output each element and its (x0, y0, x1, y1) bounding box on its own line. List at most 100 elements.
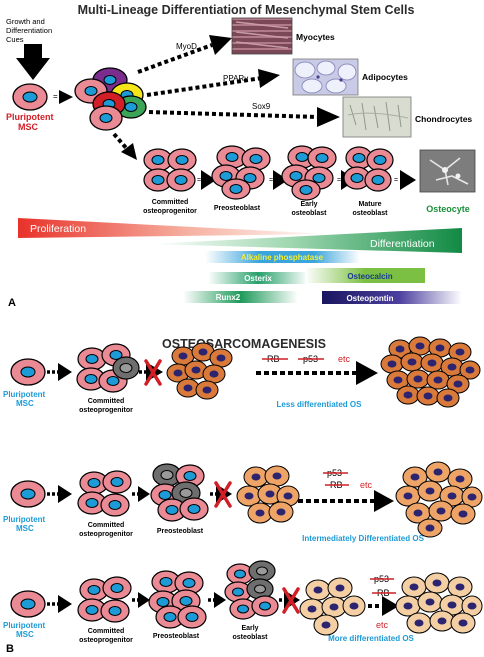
row2-arrow-4-head (374, 490, 394, 512)
msc-arrow (59, 90, 73, 104)
myo-arrow-head (209, 35, 232, 55)
row2-committed-label-2: osteoprogenitor (79, 531, 133, 538)
msc-label-2: MSC (18, 122, 39, 132)
row2-block-x (214, 481, 232, 508)
chondrocytes-image (342, 96, 412, 138)
osteopontin-bar (322, 291, 462, 304)
osteocalcin-label: Osteocalcin (347, 272, 392, 281)
myocytes-image (231, 17, 293, 55)
runx2-bar (183, 291, 298, 303)
row2-preosteoblast-label: Preosteoblast (157, 528, 204, 535)
myo-arrow-line (137, 43, 213, 74)
stage-committed-1: Committed (152, 199, 189, 206)
adipocytes-label: Adipocytes (362, 72, 408, 82)
alkaline-bar (205, 251, 360, 263)
differentiation-label: Differentiation (370, 238, 435, 250)
mature-osteoblast-cluster (343, 146, 394, 192)
panel-b-label: B (6, 643, 14, 655)
proliferation-wedge (18, 218, 330, 238)
progenitor-cluster (74, 67, 147, 131)
stage-arrow-2 (273, 170, 288, 190)
row3-early-osteoblast-cluster (224, 560, 279, 620)
row3-preosteoblast-cluster (148, 570, 207, 629)
proliferation-label: Proliferation (30, 223, 86, 235)
row2-tumor-small (236, 465, 300, 524)
row3-committed-cluster (77, 576, 132, 623)
row3-committed-label-2: osteoprogenitor (79, 637, 133, 644)
row1-tumor-small (166, 342, 233, 400)
stage-early-2: osteoblast (291, 210, 327, 217)
row3-os-label: More differentiated OS (328, 634, 414, 643)
row2-os-label: Intermediately Differentiated OS (302, 534, 424, 543)
sox9-label: Sox9 (252, 102, 271, 111)
eq-4: = (394, 177, 398, 184)
row1-committed-label-1: Committed (88, 398, 125, 405)
row3-msc-label-1: Pluripotent (3, 621, 46, 630)
row1-msc-label-2: MSC (16, 399, 34, 408)
stage-committed-2: osteoprogenitor (143, 208, 197, 215)
stage-osteocyte: Osteocyte (426, 204, 470, 214)
row2-arrow-2-head (138, 486, 150, 502)
row3-tumor-large (395, 572, 483, 634)
row3-preosteoblast-label: Preosteoblast (153, 633, 200, 640)
chondro-arrow-line (148, 110, 319, 119)
adipo-arrow-line (146, 76, 263, 97)
stage-mature-2: osteoblast (352, 210, 388, 217)
msc-label-1: Pluripotent (6, 112, 54, 122)
row1-msc-cell (10, 358, 46, 386)
row3-arrow-2-head (138, 592, 150, 608)
stage-preosteoblast: Preosteoblast (214, 205, 261, 212)
row3-block-x (282, 587, 300, 614)
row1-committed-cluster (76, 343, 140, 393)
committed-osteoprogenitor-cluster (143, 148, 197, 192)
row1-block-x (144, 359, 162, 386)
early-osteoblast-cluster (281, 145, 337, 201)
row3-etc: etc (376, 620, 389, 630)
myod-label: MyoD (176, 42, 197, 51)
osteo-arrow-head (121, 143, 137, 160)
row2-msc-label-2: MSC (16, 524, 34, 533)
preosteoblast-cluster (211, 145, 271, 200)
osteocyte-image (419, 149, 476, 193)
row2-etc: etc (360, 480, 373, 490)
row1-arrow-1-head (58, 363, 72, 381)
row3-msc-label-2: MSC (16, 630, 34, 639)
row2-msc-cell (10, 480, 46, 508)
row2-tumor-large (395, 461, 483, 538)
row1-os-label: Less differentiated OS (277, 400, 363, 409)
osterix-label: Osterix (244, 274, 272, 283)
row1-etc: etc (338, 354, 351, 364)
equals-mark: = (53, 92, 58, 101)
osteocalcin-bar (305, 268, 425, 283)
chondrocytes-label: Chondrocytes (415, 114, 472, 124)
osterix-bar (208, 272, 308, 284)
row3-arrow-3-head (214, 592, 226, 608)
panel-a-label: A (8, 297, 16, 309)
stage-arrow-1 (201, 170, 216, 190)
panel-a-title: Multi-Lineage Differentiation of Mesench… (78, 3, 415, 17)
stage-early-1: Early (300, 201, 317, 208)
stage-arrow-4 (400, 170, 416, 190)
cues-label-2: Differentiation (6, 26, 52, 35)
row3-tumor-small (299, 577, 366, 636)
adipocytes-image (292, 58, 359, 96)
differentiation-wedge (150, 228, 462, 253)
row3-arrow-5-head (382, 596, 399, 616)
cues-arrow (16, 44, 50, 80)
row3-committed-label-1: Committed (88, 628, 125, 635)
runx2-label: Runx2 (216, 293, 241, 302)
eq-1: = (197, 177, 201, 184)
eq-2: = (269, 177, 273, 184)
myocytes-label: Myocytes (296, 32, 335, 42)
row3-early-label-2: osteoblast (232, 634, 268, 641)
row1-msc-label-1: Pluripotent (3, 390, 46, 399)
eq-3: = (337, 177, 341, 184)
cues-label-1: Growth and (6, 17, 45, 26)
row3-early-label-1: Early (241, 625, 258, 632)
row2-arrow-1-head (58, 485, 72, 503)
ppar-label: PPARγ (223, 74, 248, 83)
stage-mature-1: Mature (359, 201, 382, 208)
row2-committed-label-1: Committed (88, 522, 125, 529)
row2-preosteoblast-cluster (150, 463, 209, 522)
